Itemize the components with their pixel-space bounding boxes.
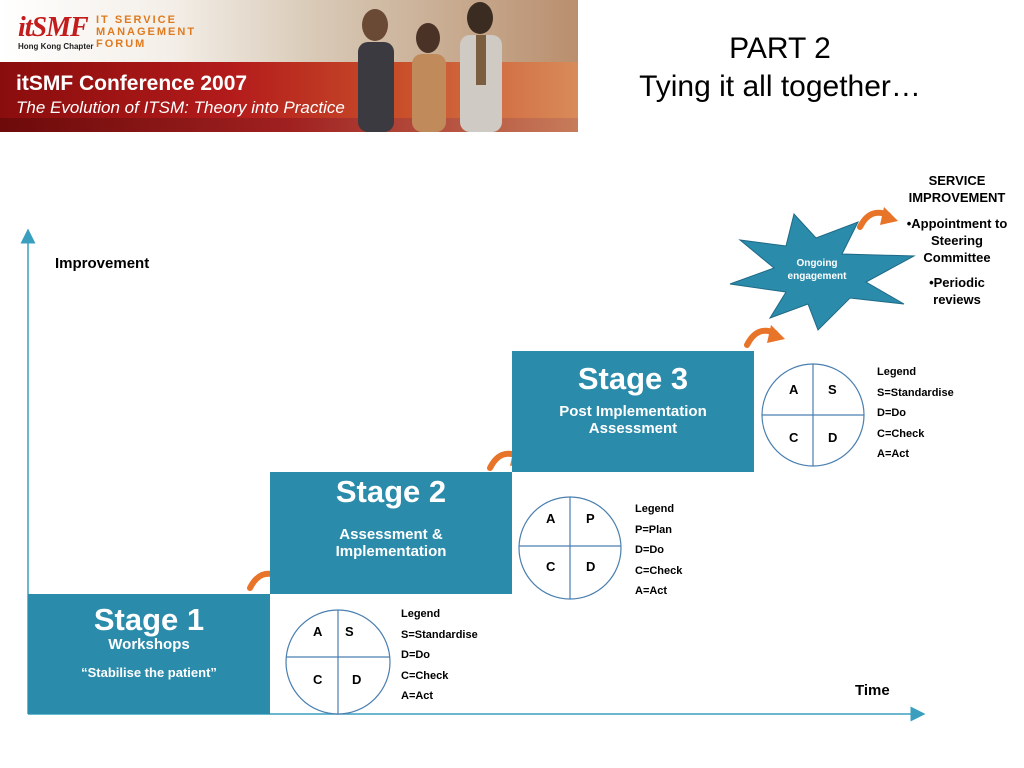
legend-2-item: P=Plan	[635, 523, 672, 536]
burst-line-2: engagement	[787, 271, 847, 282]
burst-line-1: Ongoing	[796, 258, 838, 269]
stage-2-heading: Stage 2	[335, 474, 447, 509]
y-axis-label: Improvement	[55, 255, 150, 272]
stage-2-subtitle-2: Implementation	[335, 543, 447, 560]
stage-3-subtitle-1: Post Implementation	[559, 403, 707, 420]
conference-subtitle: The Evolution of ITSM: Theory into Pract…	[16, 98, 345, 117]
stage-1-block: Stage 1 Workshops “Stabilise the patient…	[28, 594, 270, 714]
legend-2-item: C=Check	[635, 564, 683, 577]
forum-line-1: IT SERVICE	[96, 14, 177, 26]
legend-3-item: D=Do	[877, 407, 907, 419]
forum-line-2: MANAGEMENT	[96, 26, 197, 38]
cycle-circle-3	[761, 363, 865, 467]
legend-3-item: A=Act	[877, 448, 910, 460]
x-axis-label: Time	[855, 682, 890, 699]
cycle-1-q1: A	[313, 624, 323, 639]
cycle-3-q3: C	[789, 430, 799, 445]
legend-3-item: C=Check	[877, 427, 925, 440]
stage-3-block: Stage 3 Post Implementation Assessment	[512, 351, 754, 472]
legend-2-item: A=Act	[635, 585, 668, 597]
legend-3-item: S=Standardise	[877, 386, 954, 399]
cycle-circle-2	[518, 496, 622, 600]
starburst-shape	[729, 212, 916, 331]
burst-text: Ongoing engagement	[772, 257, 862, 283]
stage-3-heading: Stage 3	[577, 361, 689, 396]
legend-1-item: S=Standardise	[401, 628, 478, 641]
stage-1-heading: Stage 1	[93, 602, 205, 637]
legend-3-title: Legend	[877, 366, 917, 378]
cycle-2-q4: D	[586, 559, 596, 574]
stage-2-subtitle-1: Assessment &	[339, 526, 443, 543]
stage-1-note: “Stabilise the patient”	[81, 665, 217, 680]
legend-1-item: D=Do	[401, 649, 431, 661]
conference-title: itSMF Conference 2007	[16, 72, 248, 95]
si-heading-2: IMPROVEMENT	[908, 190, 1006, 205]
title-line-2: Tying it all together…	[639, 70, 921, 103]
forum-name: IT SERVICE MANAGEMENT FORUM	[96, 14, 196, 50]
cycle-3-q4: D	[828, 430, 838, 445]
si-heading-1: SERVICE	[928, 173, 986, 188]
title-line-1: PART 2	[729, 32, 831, 65]
legend-1-item: A=Act	[401, 690, 434, 702]
si-item-1-line-3: Committee	[923, 250, 991, 265]
stage-1-subtitle: Workshops	[108, 636, 190, 653]
legend-1-item: C=Check	[401, 669, 449, 682]
cycle-circle-1	[285, 609, 391, 715]
si-item-1-line-2: Steering	[930, 233, 983, 248]
cycle-2-q3: C	[546, 559, 556, 574]
service-improvement-text: SERVICE IMPROVEMENT •Appointment to Stee…	[896, 172, 1018, 308]
si-item-1-line-1: •Appointment to	[906, 216, 1008, 231]
si-item-2-line-1: •Periodic	[929, 275, 985, 290]
forum-line-3: FORUM	[96, 38, 147, 50]
si-item-2-line-2: reviews	[933, 292, 981, 307]
logo-subtitle: Hong Kong Chapter	[18, 42, 94, 51]
legend-1: Legend S=Standardise D=Do C=Check A=Act	[401, 604, 478, 707]
cycle-2-q2: P	[586, 511, 595, 526]
curved-arrow-icon-4	[857, 207, 898, 230]
legend-2: Legend P=Plan D=Do C=Check A=Act	[635, 499, 682, 602]
slide-title: PART 2 Tying it all together…	[560, 30, 1000, 106]
legend-1-title: Legend	[401, 608, 441, 620]
cycle-1-q2: S	[345, 624, 354, 639]
itsmf-logo: itSMF	[18, 12, 89, 43]
people-photo-icon	[358, 2, 502, 132]
stage-3-subtitle-2: Assessment	[588, 420, 678, 437]
legend-2-item: D=Do	[635, 544, 665, 556]
cycle-3-q1: A	[789, 382, 799, 397]
cycle-1-q3: C	[313, 672, 323, 687]
legend-2-title: Legend	[635, 503, 675, 515]
cycle-1-q4: D	[352, 672, 362, 687]
legend-3: Legend S=Standardise D=Do C=Check A=Act	[877, 362, 954, 465]
curved-arrow-icon-3	[744, 325, 785, 348]
cycle-3-q2: S	[828, 382, 837, 397]
conference-banner: itSMF Hong Kong Chapter IT SERVICE MANAG…	[0, 0, 578, 132]
stage-2-block: Stage 2 Assessment & Implementation	[270, 472, 512, 594]
cycle-2-q1: A	[546, 511, 556, 526]
